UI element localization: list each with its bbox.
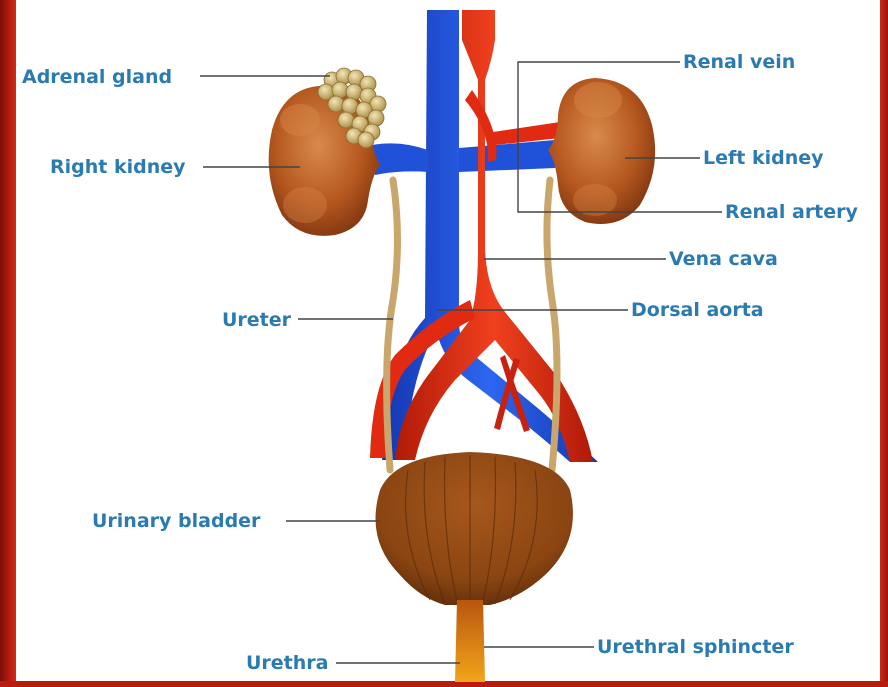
label-ureter: Ureter bbox=[222, 309, 291, 331]
label-right-kidney: Right kidney bbox=[50, 156, 186, 178]
label-urethra: Urethra bbox=[246, 652, 329, 674]
label-dorsal-aorta: Dorsal aorta bbox=[631, 299, 764, 321]
label-urethral-sphincter: Urethral sphincter bbox=[597, 636, 794, 658]
left-kidney bbox=[548, 78, 655, 224]
adrenal-nodule bbox=[358, 132, 374, 148]
urinary-bladder bbox=[376, 452, 573, 605]
label-urinary-bladder: Urinary bladder bbox=[92, 510, 260, 532]
adrenal-nodule bbox=[332, 82, 348, 98]
adrenal-nodule bbox=[328, 96, 344, 112]
label-vena-cava: Vena cava bbox=[669, 248, 778, 270]
label-renal-artery: Renal artery bbox=[725, 201, 858, 223]
urethra bbox=[455, 600, 485, 682]
adrenal-nodule bbox=[370, 96, 386, 112]
label-left-kidney: Left kidney bbox=[703, 147, 824, 169]
label-adrenal-gland: Adrenal gland bbox=[22, 66, 172, 88]
adrenal-nodule bbox=[338, 112, 354, 128]
label-renal-vein: Renal vein bbox=[683, 51, 795, 73]
adrenal-nodule bbox=[342, 98, 358, 114]
adrenal-nodule bbox=[346, 84, 362, 100]
adrenal-nodule bbox=[368, 110, 384, 126]
